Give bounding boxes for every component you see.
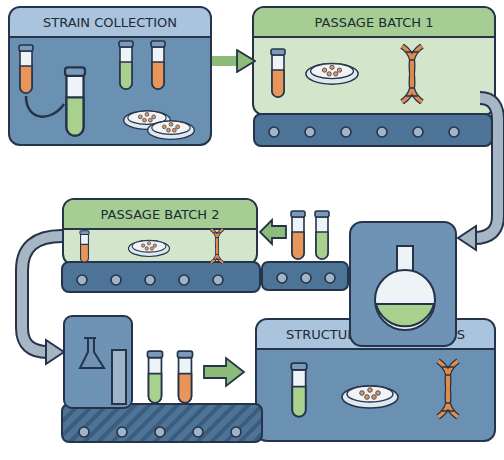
box-heading: STRUCTURED WORKFLOWS [257, 320, 494, 350]
process-box: STRUCTURED WORKFLOWS [255, 318, 496, 442]
flow-arrow [204, 358, 244, 386]
conveyor-rollers [79, 427, 241, 437]
roller [77, 275, 87, 285]
roller [449, 127, 459, 137]
roller [111, 275, 121, 285]
conveyor-belt [62, 404, 262, 442]
conveyor-rollers [269, 127, 459, 137]
box-heading: PASSAGE BATCH 2 [64, 200, 256, 230]
roller [145, 275, 155, 285]
flow-arrow [260, 220, 286, 244]
conveyor-belt [254, 114, 492, 146]
process-box: PASSAGE BATCH 2 [62, 198, 258, 266]
roller [193, 427, 203, 437]
flow-arrow [474, 98, 498, 238]
roller [155, 427, 165, 437]
flow-arrow-outline [22, 236, 62, 352]
roller [269, 127, 279, 137]
test-tube [315, 211, 329, 259]
roller [231, 427, 241, 437]
arrow-head [46, 340, 64, 364]
process-box: PASSAGE BATCH 1 [252, 6, 496, 116]
roller [301, 273, 311, 283]
process-box: STRAIN COLLECTION [8, 6, 212, 146]
roller [305, 127, 315, 137]
conveyor-belt [262, 262, 348, 290]
roller [341, 127, 351, 137]
test-tube [291, 211, 305, 259]
machine-gate [112, 350, 126, 404]
spacer [330, 232, 344, 233]
flow-arrow-outline [474, 98, 498, 238]
roller [413, 127, 423, 137]
conveyor-belt [62, 262, 260, 292]
machine-flask [80, 338, 104, 368]
dispensing-machine [64, 316, 132, 408]
flask-neck [397, 246, 413, 272]
roller [325, 273, 335, 283]
roller [117, 427, 127, 437]
test-tube [177, 351, 192, 403]
roller [377, 127, 387, 137]
roller [213, 275, 223, 285]
flow-arrow [22, 236, 62, 352]
box-heading: STRAIN COLLECTION [10, 8, 210, 38]
roller [277, 273, 287, 283]
arrow-head [458, 226, 476, 250]
box-heading: PASSAGE BATCH 1 [254, 8, 494, 38]
test-tube [147, 351, 162, 403]
roller [79, 427, 89, 437]
conveyor-rollers [77, 275, 223, 285]
flow-arrow [212, 56, 238, 66]
roller [179, 275, 189, 285]
